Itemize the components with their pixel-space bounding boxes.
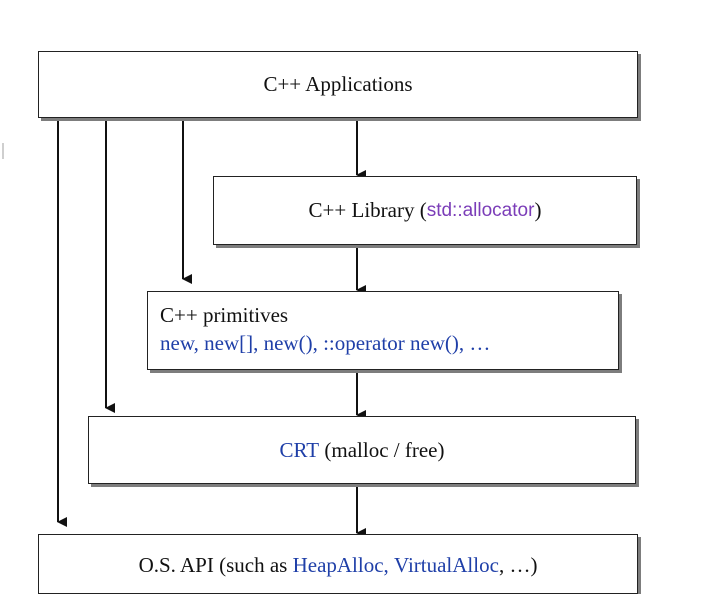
applications-box: C++ Applications	[38, 51, 638, 118]
library-label-prefix: C++ Library (	[308, 198, 427, 222]
primitives-title: C++ primitives	[160, 303, 289, 327]
primitives-box: C++ primitives new, new[], new(), ::oper…	[147, 291, 619, 370]
library-label-suffix: )	[534, 198, 542, 222]
os-api-prefix: O.S. API (such as	[138, 553, 293, 577]
crt-label: CRT	[279, 437, 320, 462]
os-api-box: O.S. API (such as HeapAlloc, VirtualAllo…	[38, 534, 638, 594]
applications-label: C++ Applications	[263, 72, 413, 96]
library-box: C++ Library (std::allocator)	[213, 176, 637, 245]
os-api-separator: ,	[383, 553, 395, 577]
primitives-operators: new, new[], new(), ::operator new(), …	[160, 331, 491, 355]
virtualalloc-label: VirtualAlloc	[394, 553, 499, 577]
allocator-label: std::allocator	[426, 199, 535, 221]
crt-box: CRT (malloc / free)	[88, 416, 636, 484]
os-api-suffix: , …)	[498, 553, 538, 577]
heapalloc-label: HeapAlloc	[292, 553, 384, 577]
edge-mark	[2, 143, 4, 159]
crt-functions: (malloc / free)	[319, 437, 445, 462]
